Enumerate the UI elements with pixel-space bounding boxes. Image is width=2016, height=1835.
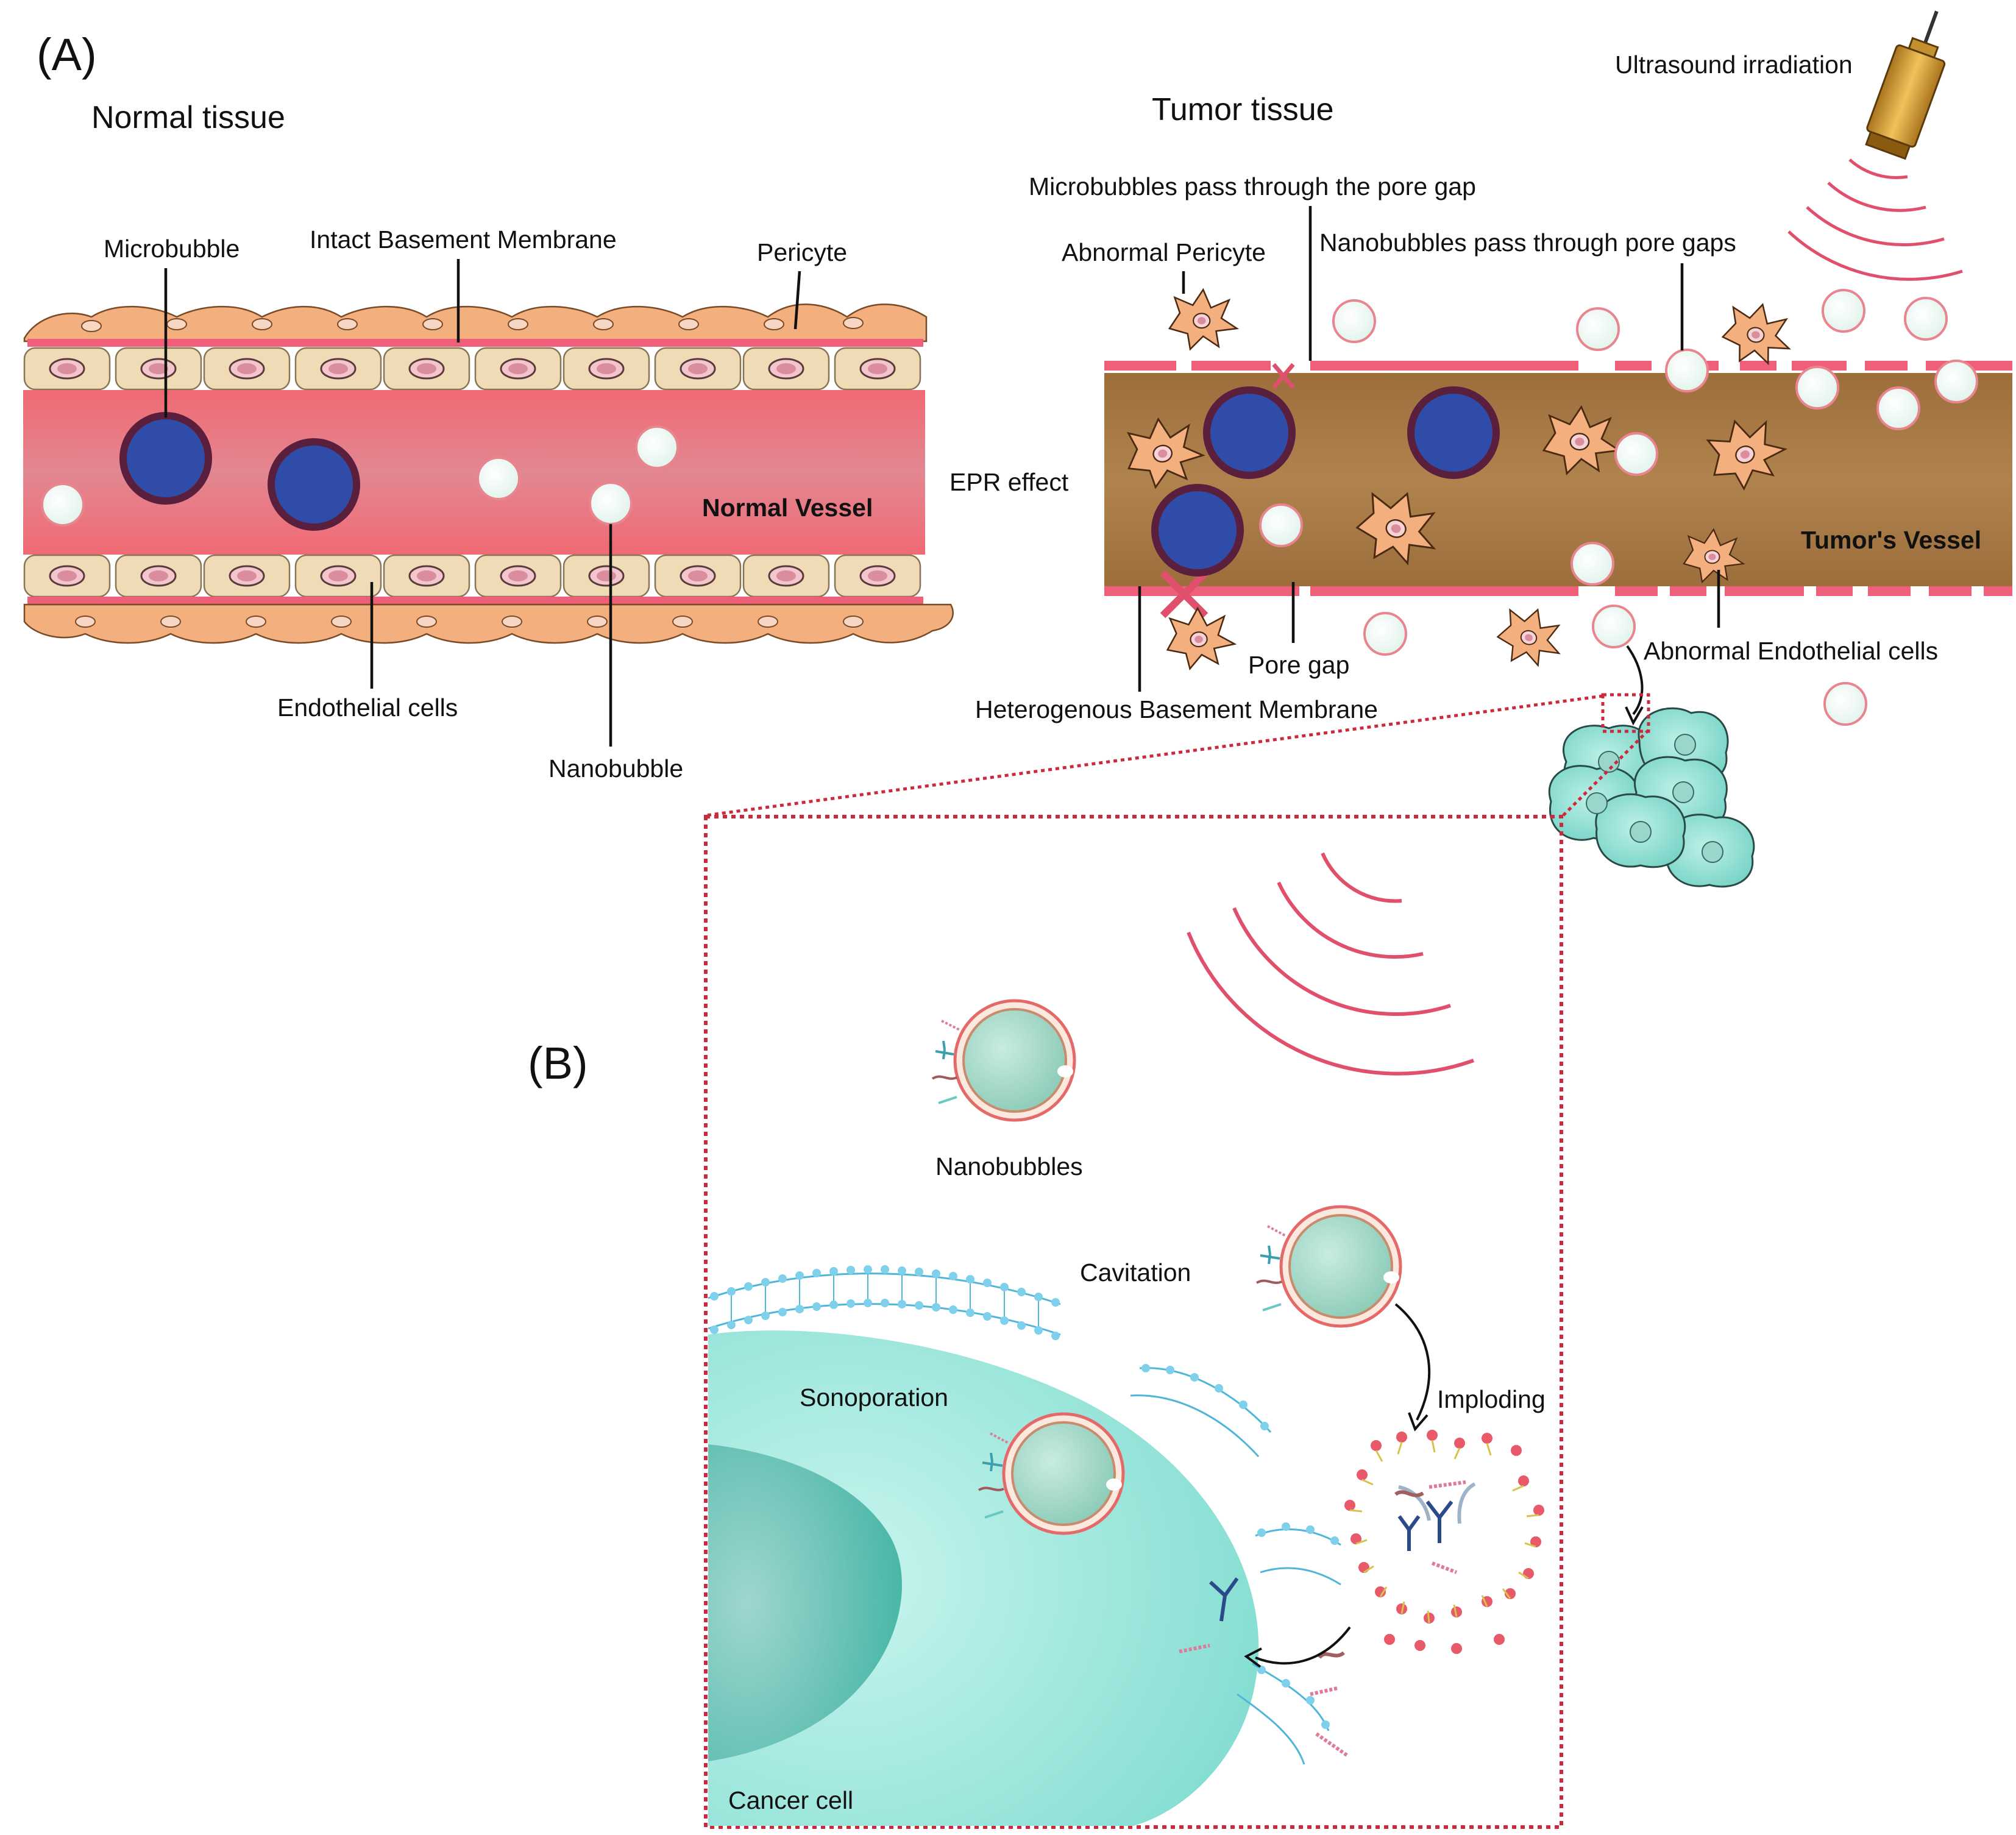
tumor-nanobubbles [1259,289,1978,726]
label-abnormal-endothelial: Abnormal Endothelial cells [1644,637,1938,665]
top-pericyte-layer [23,303,928,343]
label-epr-effect: EPR effect [949,468,1069,496]
label-imploding: Imploding [1437,1385,1546,1413]
arrow-head-cell-icon [1244,1647,1262,1668]
label-pericyte: Pericyte [757,238,847,266]
label-nanobubble: Nanobubble [548,754,683,783]
tumor-microbubble-2 [1407,386,1500,479]
arrow-head-imploding-icon [1408,1412,1429,1432]
lipid-tails-top [731,1274,1039,1326]
label-micro-pass: Microbubbles pass through the pore gap [1029,172,1476,201]
tumor-tissue-title: Tumor tissue [1152,92,1334,127]
ultrasound-waves-icon [1787,158,1963,281]
panel-a: (A) Normal tissue [23,29,954,783]
tumor-microbubble-1 [1203,386,1296,479]
focus-box [1601,693,1650,733]
label-nano-pass: Nanobubbles pass through pore gaps [1319,229,1736,257]
arrow-head-cluster-icon [1625,706,1644,726]
top-endothelial-row [23,347,921,391]
bottom-endothelial-row [23,554,921,598]
detail-nanobubble-1 [931,999,1076,1122]
label-pore-gap: Pore gap [1248,651,1349,679]
panel-b: (B) [528,815,1563,1829]
label-sonoporation: Sonoporation [800,1383,948,1411]
zoom-line-right [1562,729,1650,817]
bottom-pericyte-layer [23,603,954,644]
normal-tissue-title: Normal tissue [91,100,285,135]
imploding-debris [1209,1430,1544,1757]
normal-microbubble-2 [268,438,360,531]
label-abnormal-pericyte: Abnormal Pericyte [1062,238,1266,266]
tumor-bottom-membrane [1104,586,2012,596]
label-tumor-vessel: Tumor's Vessel [1801,526,1981,554]
label-nanobubbles: Nanobubbles [935,1152,1083,1180]
zoom-line-left [705,694,1603,817]
panel-b-label: (B) [528,1038,588,1088]
top-basement-membrane [27,339,923,347]
arrow-to-imploding [1394,1303,1431,1421]
detail-nanobubble-2 [1255,1205,1402,1328]
label-endothelial-cells: Endothelial cells [277,694,458,722]
tumor-top-membrane [1104,361,2012,371]
ultrasound-probe-icon [1865,10,1946,160]
antibody-icon [1209,1500,1453,1622]
label-hetero-membrane: Heterogenous Basement Membrane [975,695,1378,723]
lipid-heads-top [710,1265,1060,1340]
label-normal-vessel: Normal Vessel [702,494,873,522]
normal-vessel [23,303,954,644]
entering-cargo [1179,1644,1210,1653]
tumor-section: Tumor tissue Ultrasound irradiation [705,10,2012,888]
detail-frame [704,815,1563,1829]
normal-nanobubbles [41,425,679,527]
blocked-x-small-icon [1272,363,1295,389]
panel-a-label: (A) [37,29,97,80]
label-microbubble: Microbubble [104,235,240,263]
normal-microbubble-1 [119,412,212,505]
tumor-cell-cluster [1548,707,1755,888]
label-cancer-cell: Cancer cell [728,1786,853,1814]
arrow-into-cluster [1626,645,1644,715]
arrow-to-cell [1255,1626,1351,1665]
membrane-fragment-heads [1141,1364,1339,1729]
label-intact-membrane: Intact Basement Membrane [310,225,617,254]
detail-ultrasound-waves-icon [1187,852,1475,1076]
cell-nucleus [708,1444,902,1761]
cancer-cell [708,1265,1341,1826]
tumor-microbubble-3 [1151,484,1244,577]
bottom-basement-membrane [27,597,923,605]
detail-nanobubble-3 [978,1412,1125,1535]
label-cavitation: Cavitation [1080,1258,1191,1287]
label-ultrasound: Ultrasound irradiation [1615,51,1853,79]
tumor-vessel [1104,288,2012,726]
